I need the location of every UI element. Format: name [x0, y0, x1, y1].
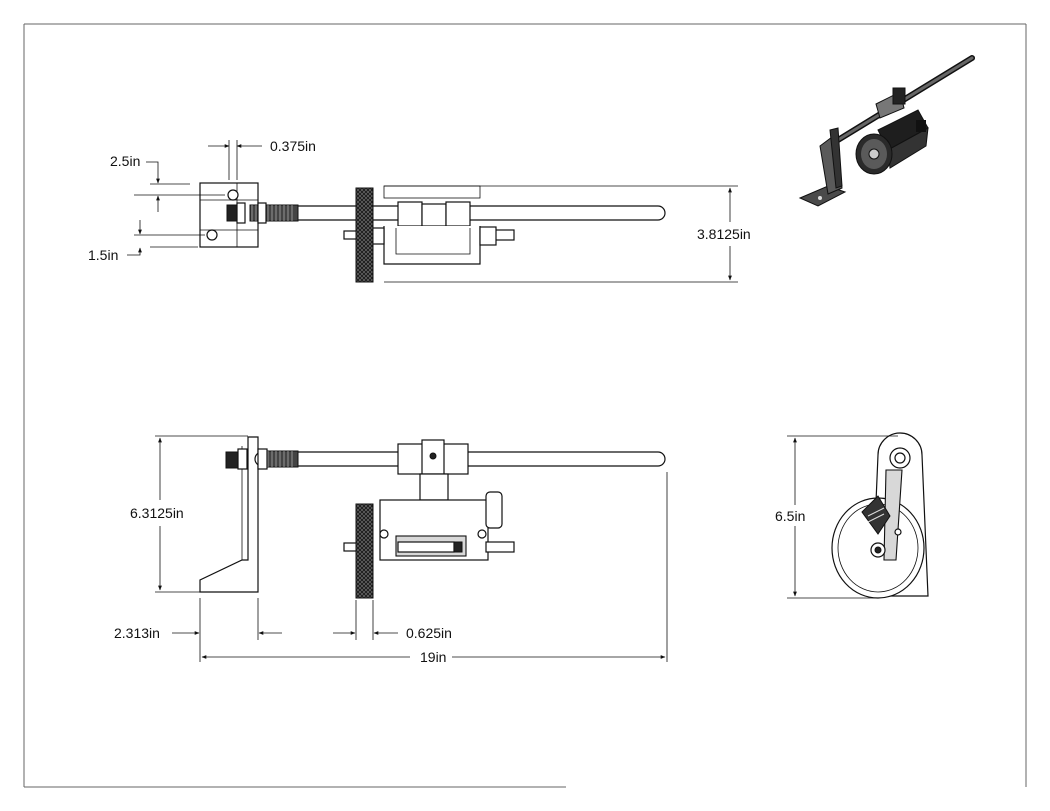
- dim-side-view-height: 6.5in: [775, 508, 805, 524]
- sheet-border: [23, 23, 1027, 788]
- dim-overall-length: 19in: [420, 649, 446, 665]
- front-view: [199, 436, 666, 599]
- dim-top-hole: 2.5in: [110, 153, 140, 169]
- isometric-view: [798, 55, 975, 207]
- side-view: [831, 432, 929, 599]
- side-view-dimensions: 6.5in: [775, 435, 898, 599]
- dim-bottom-hole: 1.5in: [88, 247, 118, 263]
- dim-base-width: 2.313in: [114, 625, 160, 641]
- top-view-dimensions: 0.375in 2.5in 1.5in 3.8125in: [88, 138, 751, 283]
- dim-front-view-height: 6.3125in: [130, 505, 184, 521]
- top-view: [199, 182, 666, 283]
- dim-top-view-height: 3.8125in: [697, 226, 751, 242]
- front-view-dimensions: 6.3125in 2.313in 0.625in 19in: [114, 435, 668, 665]
- dim-wheel-width: 0.625in: [406, 625, 452, 641]
- dim-bracket-thickness: 0.375in: [270, 138, 316, 154]
